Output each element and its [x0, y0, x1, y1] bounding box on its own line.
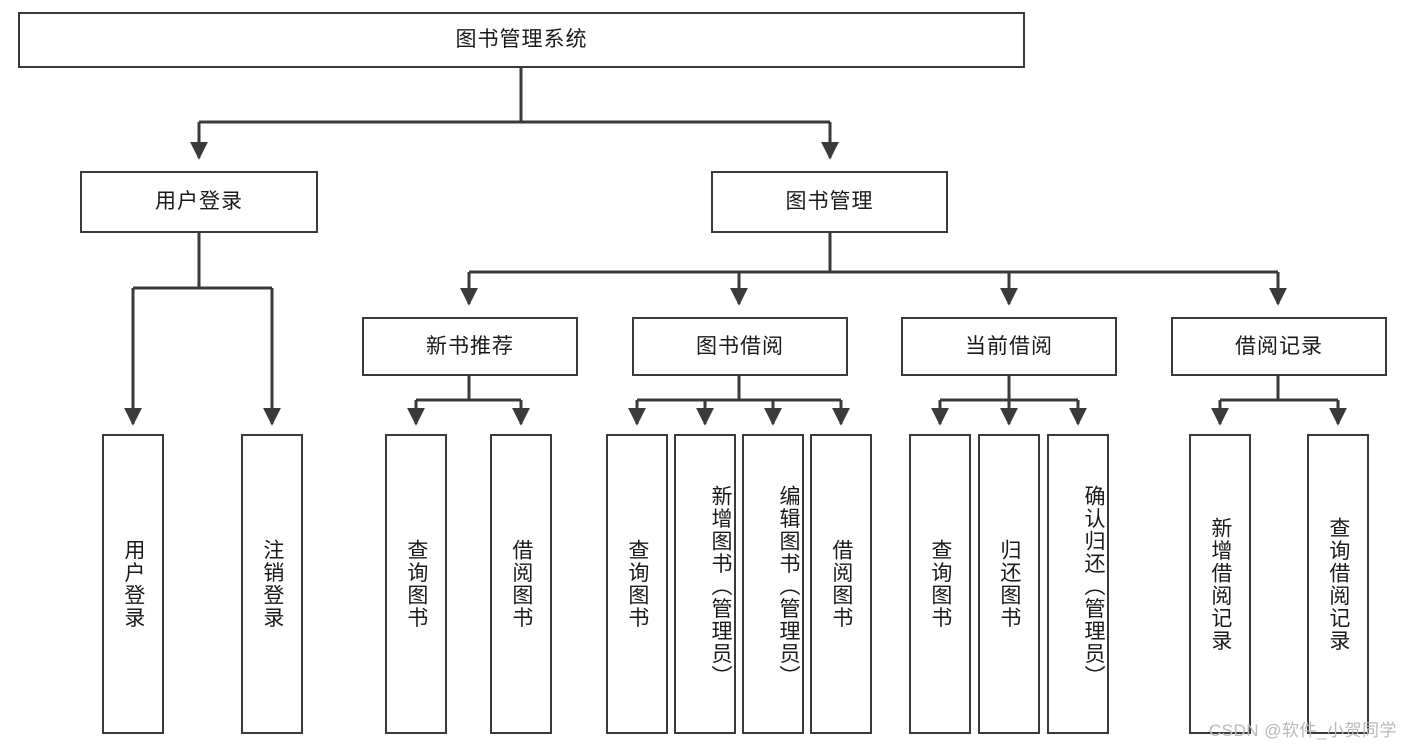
- node-leaf-borrow-book-2-label: 借阅图书: [829, 539, 853, 629]
- node-leaf-query-book-3[interactable]: 查询图书: [909, 434, 971, 734]
- node-leaf-user-login[interactable]: 用户登录: [102, 434, 164, 734]
- node-leaf-add-borrow-record-label: 新增借阅记录: [1208, 516, 1232, 652]
- node-leaf-confirm-return-label: 确认归还（管理员）: [1082, 484, 1105, 688]
- node-leaf-add-book[interactable]: 新增图书（管理员）: [674, 434, 736, 734]
- node-leaf-confirm-return[interactable]: 确认归还（管理员）: [1047, 434, 1109, 734]
- node-leaf-add-book-label: 新增图书（管理员）: [709, 484, 732, 688]
- node-leaf-add-borrow-record[interactable]: 新增借阅记录: [1189, 434, 1251, 734]
- node-current-borrow-label: 当前借阅: [965, 334, 1053, 358]
- node-leaf-borrow-book-2[interactable]: 借阅图书: [810, 434, 872, 734]
- node-leaf-user-login-label: 用户登录: [121, 539, 145, 629]
- node-book-management-label: 图书管理: [785, 190, 874, 214]
- csdn-watermark: CSDN @软件_小贺同学: [1208, 721, 1397, 740]
- node-leaf-logout-login-label: 注销登录: [260, 539, 284, 629]
- node-leaf-edit-book-label: 编辑图书（管理员）: [777, 484, 800, 688]
- node-leaf-query-book-3-label: 查询图书: [928, 539, 952, 629]
- node-book-borrow-label: 图书借阅: [696, 334, 784, 358]
- node-book-management[interactable]: 图书管理: [711, 171, 948, 233]
- node-leaf-borrow-book-1[interactable]: 借阅图书: [490, 434, 552, 734]
- node-root-label: 图书管理系统: [455, 28, 588, 52]
- node-leaf-query-book-1[interactable]: 查询图书: [385, 434, 447, 734]
- node-new-book-recommend-label: 新书推荐: [426, 334, 514, 358]
- node-leaf-return-book-label: 归还图书: [997, 539, 1021, 629]
- node-leaf-return-book[interactable]: 归还图书: [978, 434, 1040, 734]
- node-leaf-borrow-book-1-label: 借阅图书: [509, 539, 533, 629]
- node-leaf-query-book-2-label: 查询图书: [625, 539, 649, 629]
- node-leaf-query-book-1-label: 查询图书: [404, 539, 428, 629]
- node-user-login-label: 用户登录: [155, 190, 243, 214]
- node-leaf-query-book-2[interactable]: 查询图书: [606, 434, 668, 734]
- node-leaf-query-borrow-record[interactable]: 查询借阅记录: [1307, 434, 1369, 734]
- node-borrow-record-label: 借阅记录: [1235, 334, 1323, 358]
- node-leaf-logout-login[interactable]: 注销登录: [241, 434, 303, 734]
- node-book-borrow[interactable]: 图书借阅: [632, 317, 848, 376]
- node-leaf-query-borrow-record-label: 查询借阅记录: [1326, 516, 1350, 652]
- node-current-borrow[interactable]: 当前借阅: [901, 317, 1117, 376]
- node-root[interactable]: 图书管理系统: [18, 12, 1025, 68]
- node-borrow-record[interactable]: 借阅记录: [1171, 317, 1387, 376]
- node-new-book-recommend[interactable]: 新书推荐: [362, 317, 578, 376]
- node-leaf-edit-book[interactable]: 编辑图书（管理员）: [742, 434, 804, 734]
- node-user-login[interactable]: 用户登录: [80, 171, 318, 233]
